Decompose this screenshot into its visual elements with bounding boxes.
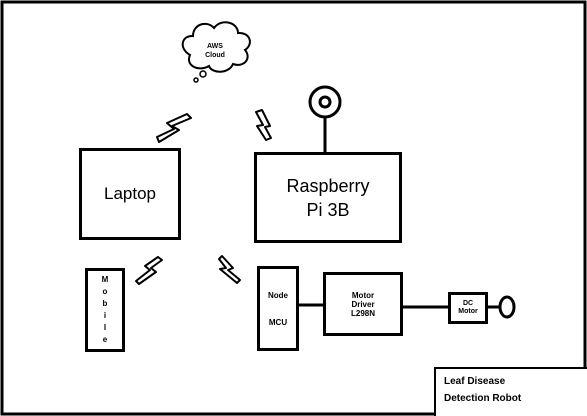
- dc-motor-box: DC Motor: [448, 292, 488, 324]
- dc-motor-line1: DC: [462, 300, 474, 307]
- antenna-icon-inner: [318, 95, 332, 109]
- raspberry-pi-box: Raspberry Pi 3B: [254, 152, 402, 243]
- mobile-letter: i: [103, 311, 107, 320]
- wireless-icon-laptop-mobile: [135, 256, 163, 285]
- wheel-icon: [498, 295, 516, 319]
- laptop-label: Laptop: [104, 184, 156, 203]
- title-line2: Detection Robot: [444, 393, 522, 404]
- mobile-letter: o: [102, 287, 108, 296]
- raspberry-line1: Raspberry: [286, 175, 370, 196]
- mobile-letter: l: [103, 323, 107, 332]
- node-line1: Node: [268, 290, 288, 300]
- wireless-icon-cloud-laptop: [156, 113, 192, 143]
- motor-driver-box: Motor Driver L298N: [323, 272, 403, 336]
- dc-motor-line2: Motor: [458, 308, 478, 315]
- node-mcu-box: Node MCU: [257, 266, 299, 351]
- title-line1: Leaf Disease: [444, 376, 506, 387]
- wireless-icon-cloud-raspberry: [255, 109, 272, 141]
- raspberry-line2: Pi 3B: [306, 199, 350, 220]
- mobile-letter: M: [101, 275, 109, 284]
- aws-line2: Cloud: [205, 52, 225, 59]
- aws-cloud-label: AWS Cloud: [195, 42, 235, 60]
- laptop-box: Laptop: [79, 148, 181, 240]
- mobile-letter: b: [102, 299, 108, 308]
- diagram-title-box: Leaf Disease Detection Robot: [434, 367, 587, 416]
- node-line2: MCU: [268, 317, 288, 327]
- mobile-box: M o b i l e: [85, 268, 125, 352]
- cloud-icon: [181, 21, 251, 73]
- motor-driver-line2: Driver: [351, 299, 375, 309]
- cloud-bubble-1: [199, 70, 207, 78]
- aws-line1: AWS: [207, 43, 223, 50]
- motor-driver-line1: Motor: [351, 290, 375, 300]
- cloud-bubble-2: [193, 77, 199, 83]
- mobile-letter: e: [102, 335, 108, 344]
- wireless-icon-laptop-node: [218, 255, 241, 284]
- motor-driver-line3: L298N: [350, 308, 375, 318]
